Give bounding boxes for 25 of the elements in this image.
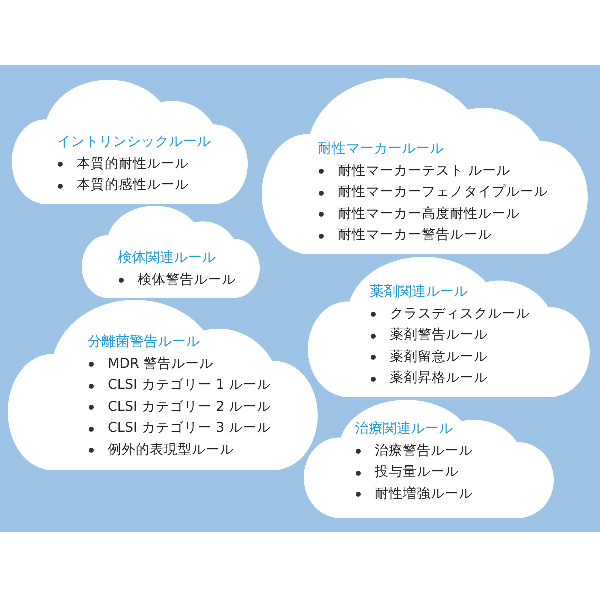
cloud-heading: 治療関連ルール xyxy=(355,420,453,439)
list-item: クラスディスクルール xyxy=(370,304,530,326)
list-item: 薬剤留意ルール xyxy=(370,346,488,368)
list-item: CLSI カテゴリー 2 ルール xyxy=(88,396,271,418)
cloud-heading: 検体関連ルール xyxy=(118,249,216,268)
list-item: 本質的感性ルール xyxy=(57,175,189,197)
cloud-heading: イントリンシックルール xyxy=(57,133,211,152)
cloud-heading: 薬剤関連ルール xyxy=(370,283,468,302)
list-item: 耐性マーカー警告ルール xyxy=(318,225,492,247)
list-item: 耐性マーカーテスト ルール xyxy=(318,160,510,182)
list-item: 薬剤昇格ルール xyxy=(370,368,488,390)
list-item: CLSI カテゴリー 3 ルール xyxy=(88,418,271,440)
list-item: 耐性マーカーフェノタイプルール xyxy=(318,182,548,204)
list-item: CLSI カテゴリー 1 ルール xyxy=(88,375,271,397)
list-item: 投与量ルール xyxy=(355,462,459,484)
cloud-heading: 分離菌警告ルール xyxy=(88,333,200,352)
list-item: 本質的耐性ルール xyxy=(57,154,189,176)
list-item: MDR 警告ルール xyxy=(88,354,214,376)
list-item: 耐性増強ルール xyxy=(355,484,473,506)
list-item: 耐性マーカー高度耐性ルール xyxy=(318,204,520,226)
list-item: 薬剤警告ルール xyxy=(370,325,488,347)
list-item: 検体警告ルール xyxy=(118,270,236,292)
list-item: 治療警告ルール xyxy=(355,440,473,462)
list-item: 例外的表現型ルール xyxy=(88,440,234,462)
cloud-heading: 耐性マーカールール xyxy=(318,140,444,159)
